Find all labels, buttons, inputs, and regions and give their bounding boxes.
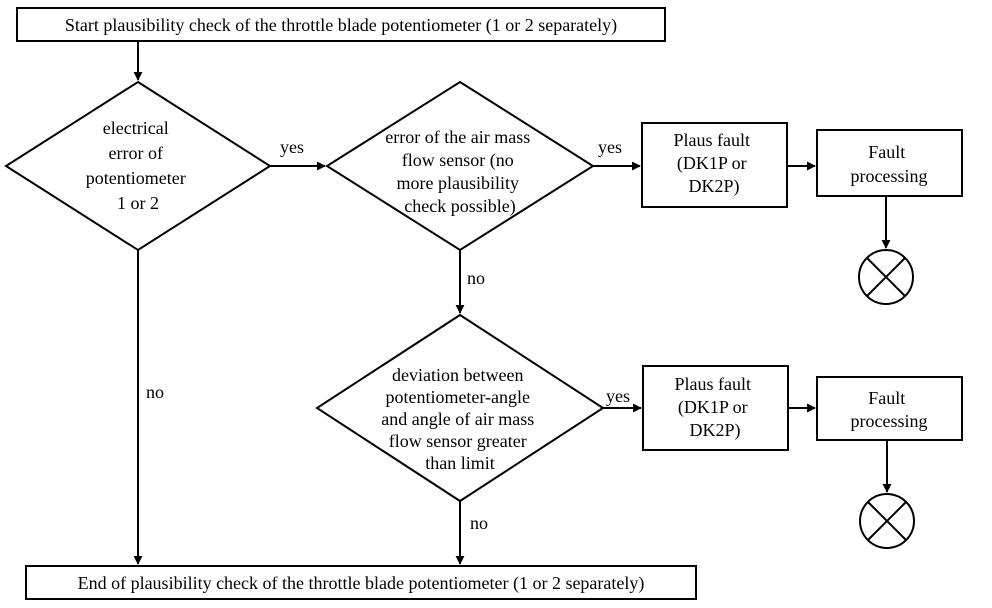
fault-processing-label-2: Fault processing	[851, 388, 928, 431]
decision-electrical-error: electrical error of potentiometer 1 or 2	[4, 80, 272, 252]
start-label: Start plausibility check of the throttle…	[65, 15, 617, 36]
label-no-decision3: no	[470, 513, 488, 533]
plaus-fault-label-1: Plaus fault (DK1P or DK2P)	[674, 130, 755, 197]
end-box: End of plausibility check of the throttl…	[25, 565, 697, 600]
decision-angle-deviation-label: deviation between potentiometer-angle an…	[381, 365, 538, 473]
plaus-fault-box-1: Plaus fault (DK1P or DK2P)	[641, 122, 788, 208]
start-box: Start plausibility check of the throttle…	[16, 7, 666, 42]
label-yes-decision3: yes	[606, 386, 630, 406]
terminator-icon-2	[859, 493, 915, 549]
plaus-fault-box-2: Plaus fault (DK1P or DK2P)	[642, 365, 789, 451]
decision-air-mass-error: error of the air mass flow sensor (no mo…	[325, 80, 595, 252]
label-no-decision2: no	[467, 268, 485, 288]
fault-processing-box-1: Fault processing	[816, 129, 963, 197]
fault-processing-label-1: Fault processing	[851, 142, 928, 186]
fault-processing-box-2: Fault processing	[816, 376, 963, 441]
decision-air-mass-error-label: error of the air mass flow sensor (no mo…	[385, 127, 534, 217]
end-label: End of plausibility check of the throttl…	[78, 573, 645, 594]
label-yes-decision2: yes	[598, 137, 622, 157]
label-no-decision1: no	[146, 382, 164, 402]
decision-electrical-error-label: electrical error of potentiometer 1 or 2	[86, 118, 190, 213]
decision-angle-deviation: deviation between potentiometer-angle an…	[315, 313, 605, 503]
terminator-icon-1	[858, 249, 914, 305]
plaus-fault-label-2: Plaus fault (DK1P or DK2P)	[675, 374, 756, 441]
label-yes-decision1: yes	[280, 137, 304, 157]
